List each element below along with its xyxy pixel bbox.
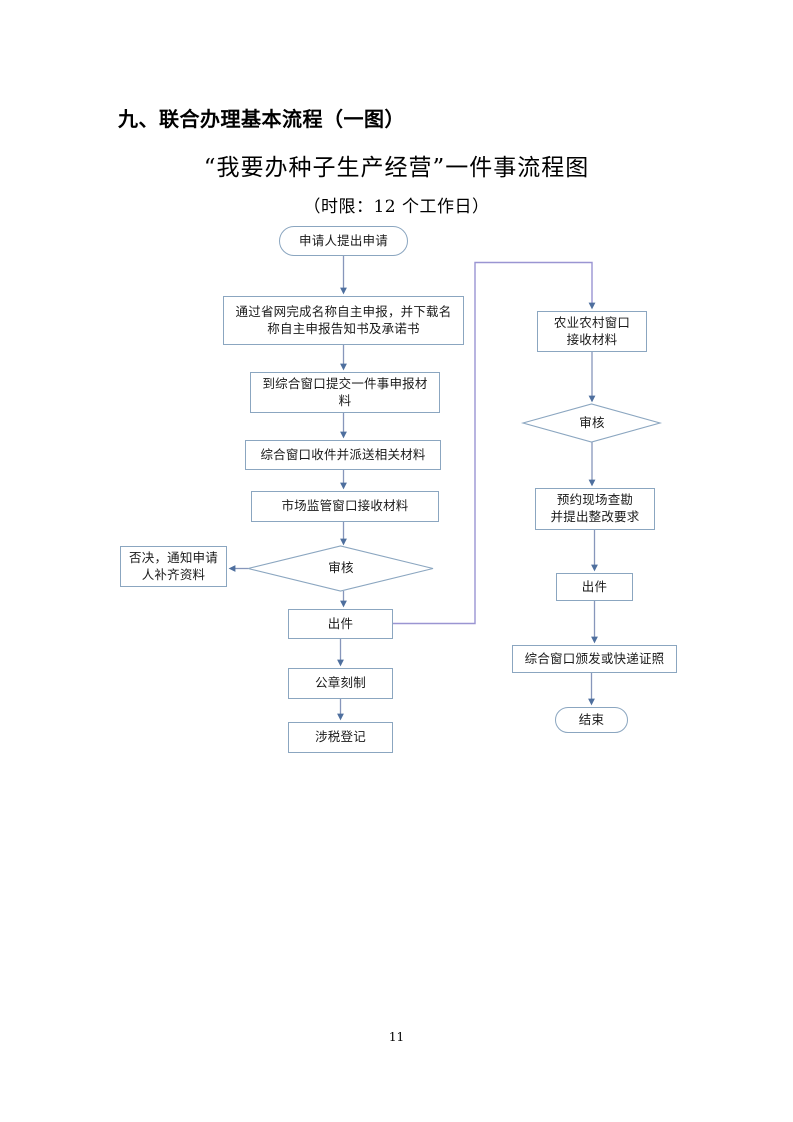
node-submit-materials[interactable]: 到综合窗口提交一件事申报材 料: [250, 372, 440, 413]
node-deliver-license-label: 综合窗口颁发或快递证照: [524, 650, 665, 666]
node-tax-registration[interactable]: 涉税登记: [288, 722, 393, 753]
node-end-label: 结束: [578, 711, 605, 727]
node-seal-engraving-label: 公章刻制: [315, 675, 366, 691]
node-site-survey-label: 预约现场查勘 并提出整改要求: [550, 492, 640, 524]
decision-shape-review-right: [520, 403, 663, 443]
node-agriculture-window-receive-label: 农业农村窗口 接收材料: [553, 314, 631, 347]
node-tax-registration-label: 涉税登记: [315, 729, 366, 745]
node-issue-left[interactable]: 出件: [288, 609, 393, 639]
node-review-right-label: 审核: [579, 414, 605, 430]
node-review-left[interactable]: 审核: [296, 557, 386, 579]
node-reject-notify[interactable]: 否决，通知申请 人补齐资料: [120, 546, 227, 587]
node-submit-materials-label: 到综合窗口提交一件事申报材 料: [262, 375, 428, 408]
node-comprehensive-window-intake-label: 综合窗口收件并派送相关材料: [260, 446, 426, 462]
node-start-label: 申请人提出申请: [299, 232, 388, 248]
node-comprehensive-window-intake[interactable]: 综合窗口收件并派送相关材料: [245, 440, 441, 470]
node-deliver-license[interactable]: 综合窗口颁发或快递证照: [512, 645, 677, 673]
decision-shape-review-left: [247, 545, 434, 592]
edge-issue-to-agri-routed: [393, 261, 596, 625]
node-review-right[interactable]: 审核: [551, 412, 633, 434]
page-title: “我要办种子生产经营”一件事流程图: [203, 155, 590, 181]
node-issue-right[interactable]: 出件: [556, 573, 633, 601]
node-name-declaration-label: 通过省网完成名称自主申报，并下载名 称自主申报告知书及承诺书: [235, 303, 452, 336]
node-seal-engraving[interactable]: 公章刻制: [288, 668, 393, 699]
node-issue-left-label: 出件: [327, 615, 354, 631]
page-number: 11: [388, 1030, 405, 1044]
node-name-declaration[interactable]: 通过省网完成名称自主申报，并下载名 称自主申报告知书及承诺书: [223, 296, 464, 345]
node-end[interactable]: 结束: [555, 707, 628, 733]
node-reject-notify-label: 否决，通知申请 人补齐资料: [129, 549, 218, 582]
node-review-left-label: 审核: [328, 559, 354, 575]
node-start[interactable]: 申请人提出申请: [279, 226, 408, 256]
node-market-supervision-receive[interactable]: 市场监管窗口接收材料: [251, 491, 439, 522]
node-site-survey[interactable]: 预约现场查勘 并提出整改要求: [535, 488, 655, 530]
node-issue-right-label: 出件: [581, 578, 608, 594]
page-subtitle: （时限：12 个工作日）: [303, 197, 490, 217]
node-market-supervision-receive-label: 市场监管窗口接收材料: [281, 498, 409, 514]
section-heading: 九、联合办理基本流程（一图）: [118, 107, 405, 131]
node-agriculture-window-receive[interactable]: 农业农村窗口 接收材料: [537, 311, 647, 352]
